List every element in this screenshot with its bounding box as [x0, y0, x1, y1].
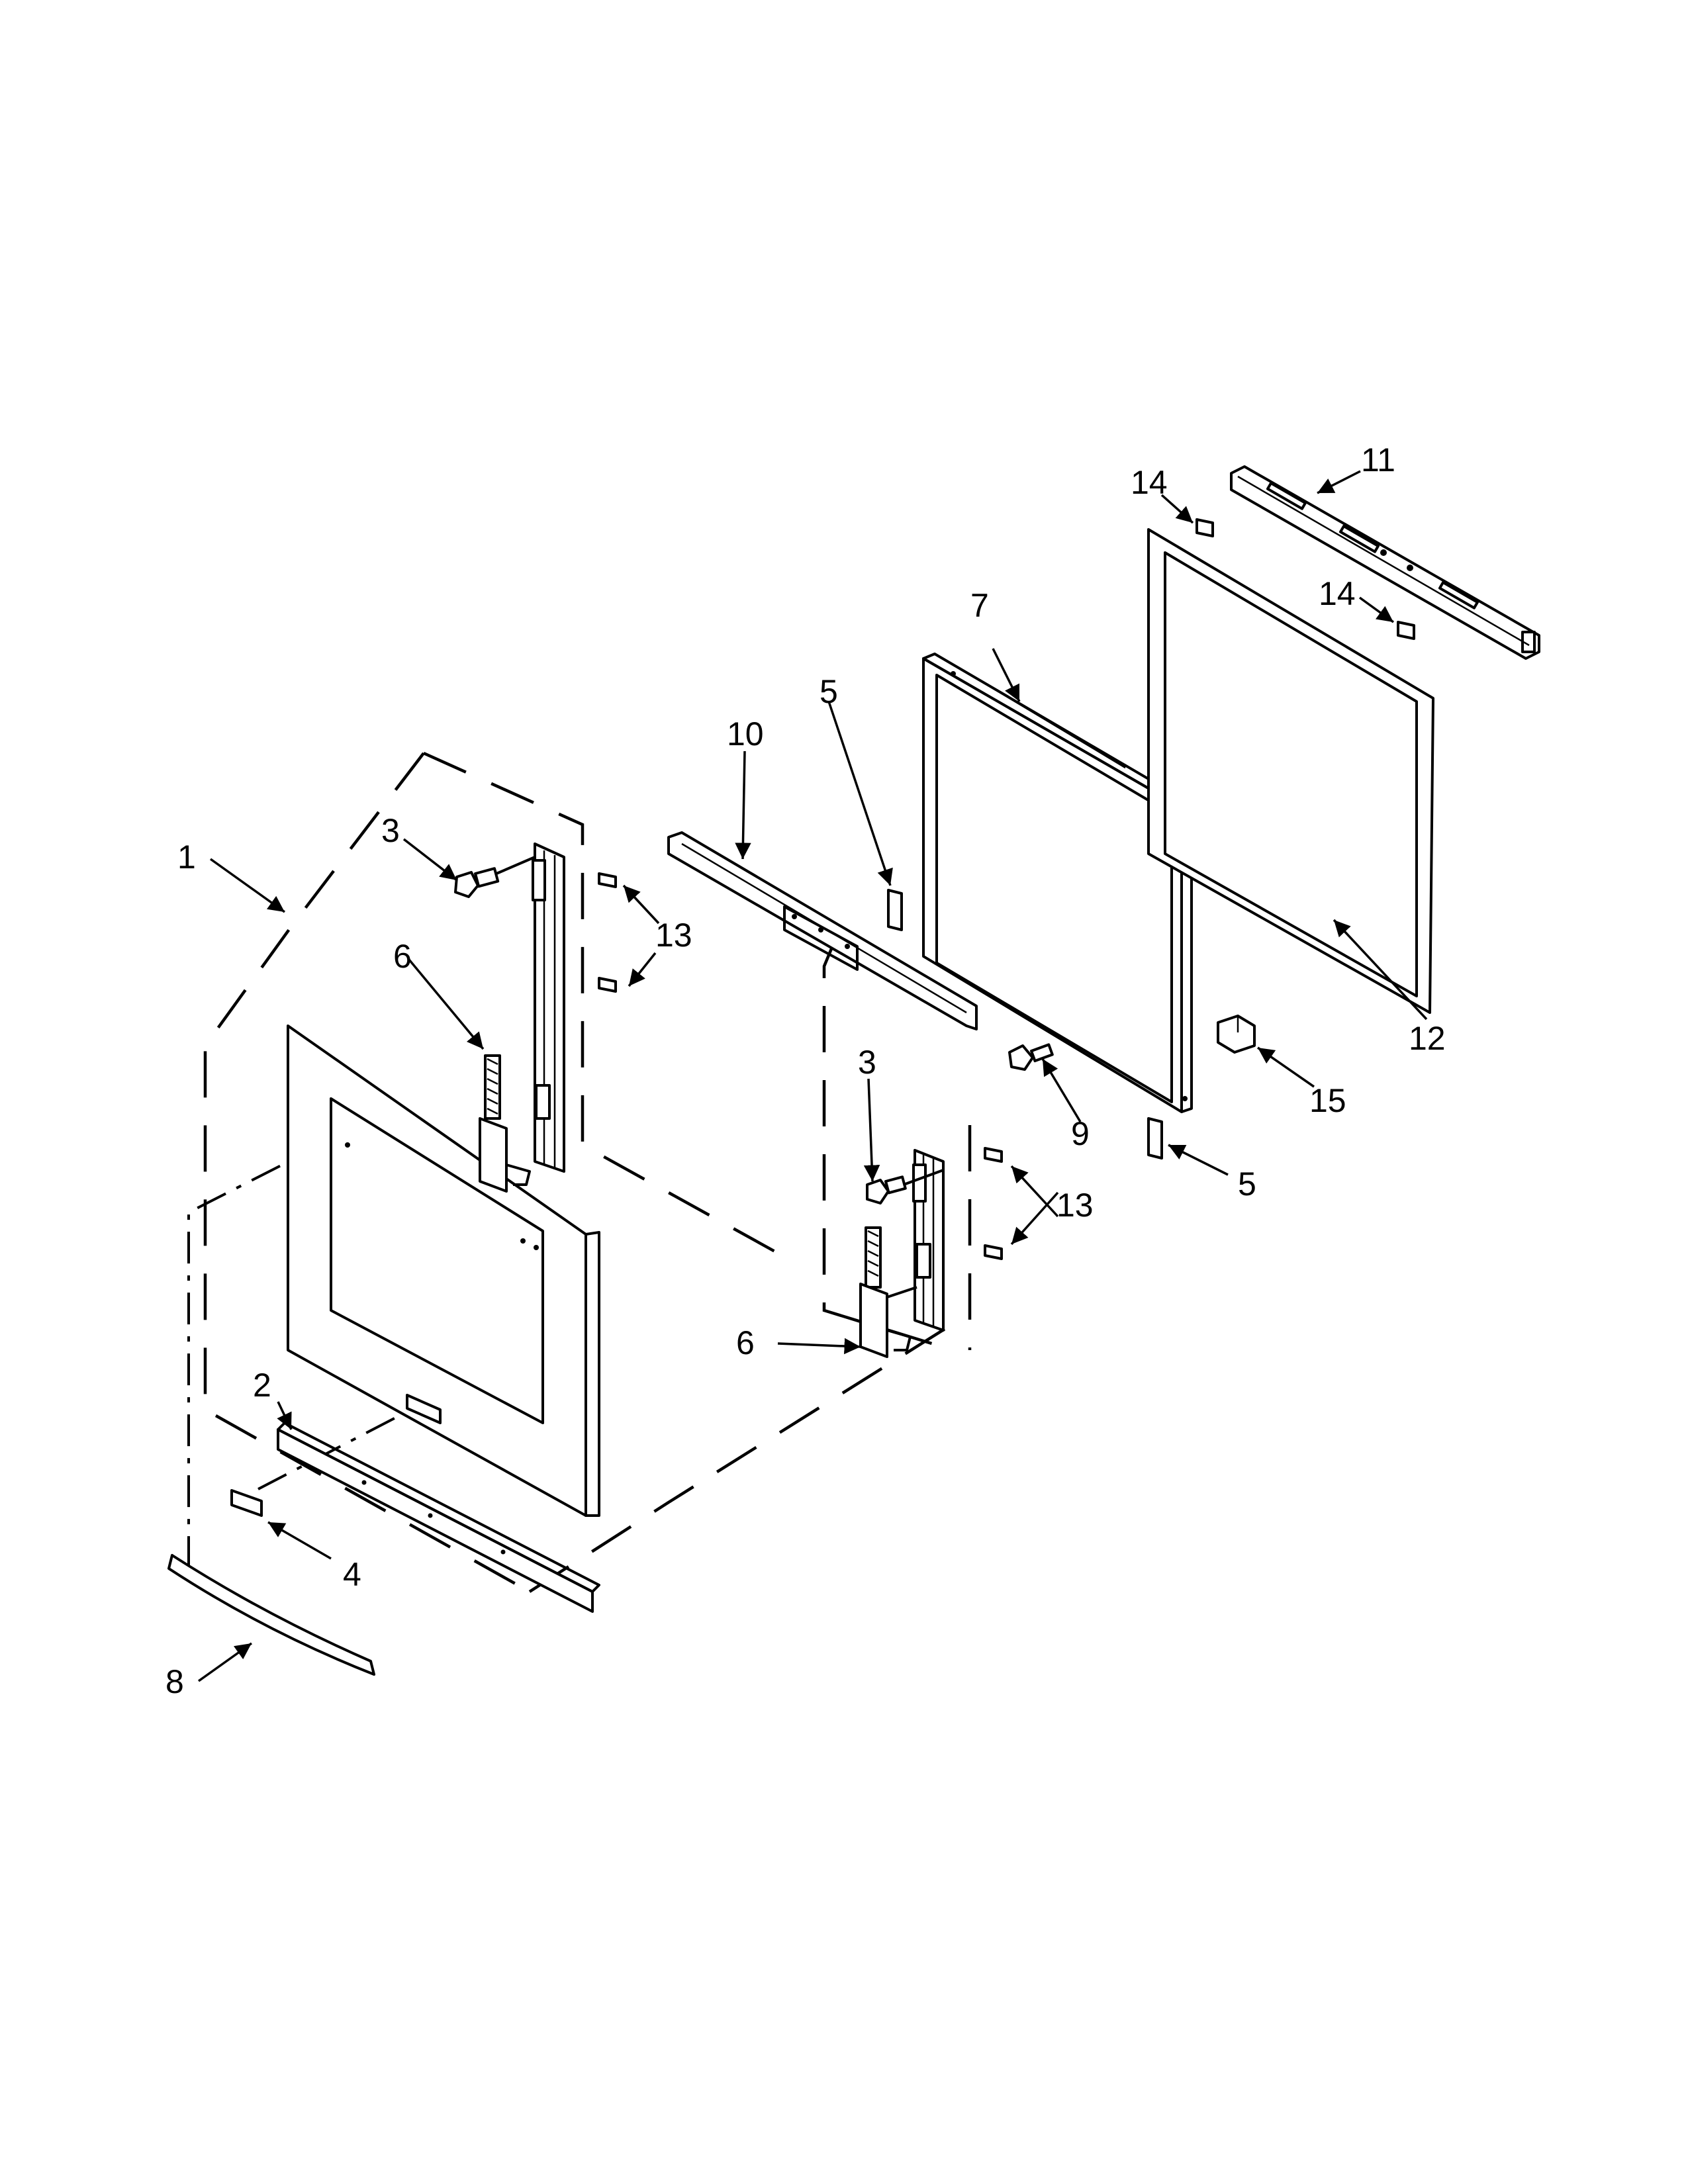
- inner-door-frame: [922, 653, 1193, 1113]
- callout-11: 11: [1361, 441, 1395, 478]
- frame-bracket: [667, 831, 978, 1030]
- hinge-right: [859, 1226, 917, 1358]
- callout-6-right: 6: [736, 1324, 755, 1361]
- callout-4: 4: [343, 1556, 361, 1593]
- glass-panel: [1147, 528, 1434, 1014]
- callout-labels: 1 2 3 3 4 5 5 6 6 7 8 9 10 11 12 13 13 1…: [165, 441, 1446, 1700]
- callout-3-right: 3: [858, 1044, 876, 1081]
- callout-9: 9: [1071, 1115, 1090, 1152]
- hinge-screw-left: [454, 867, 500, 898]
- hinge-clips-left: [598, 872, 617, 993]
- hinge-left: [479, 1054, 531, 1193]
- small-insert-part: [230, 1489, 263, 1517]
- top-vent-trim: [1230, 465, 1540, 660]
- callout-5-upper: 5: [820, 673, 838, 710]
- callout-15: 15: [1309, 1082, 1346, 1119]
- handle-alignment-line: [187, 1137, 424, 1582]
- callout-12: 12: [1409, 1020, 1446, 1057]
- hinge-clips-right: [984, 1147, 1003, 1260]
- bumpers: [1196, 518, 1415, 640]
- pad-lower: [1147, 1117, 1163, 1160]
- frame-screw: [1008, 1043, 1054, 1071]
- callout-8: 8: [165, 1663, 184, 1700]
- callout-6-left: 6: [393, 938, 412, 975]
- callout-2: 2: [253, 1367, 271, 1404]
- callout-1: 1: [177, 839, 196, 876]
- pad-upper: [887, 889, 903, 931]
- callout-13-right: 13: [1056, 1187, 1094, 1224]
- callout-14-lower: 14: [1319, 575, 1356, 612]
- door-handle: [167, 1554, 375, 1676]
- assembly-outline-left: [203, 751, 955, 1593]
- hinge-bracket-right: [903, 1149, 945, 1332]
- callout-3-left: 3: [381, 812, 400, 849]
- callout-14-upper: 14: [1131, 464, 1168, 501]
- callout-10: 10: [727, 715, 764, 752]
- leader-arrows: [197, 470, 1428, 1682]
- callout-13-left: 13: [655, 917, 692, 954]
- latch-block: [1217, 1015, 1256, 1054]
- callout-5-lower: 5: [1238, 1165, 1256, 1203]
- callout-7: 7: [970, 587, 989, 624]
- hinge-bracket-left: [496, 842, 565, 1173]
